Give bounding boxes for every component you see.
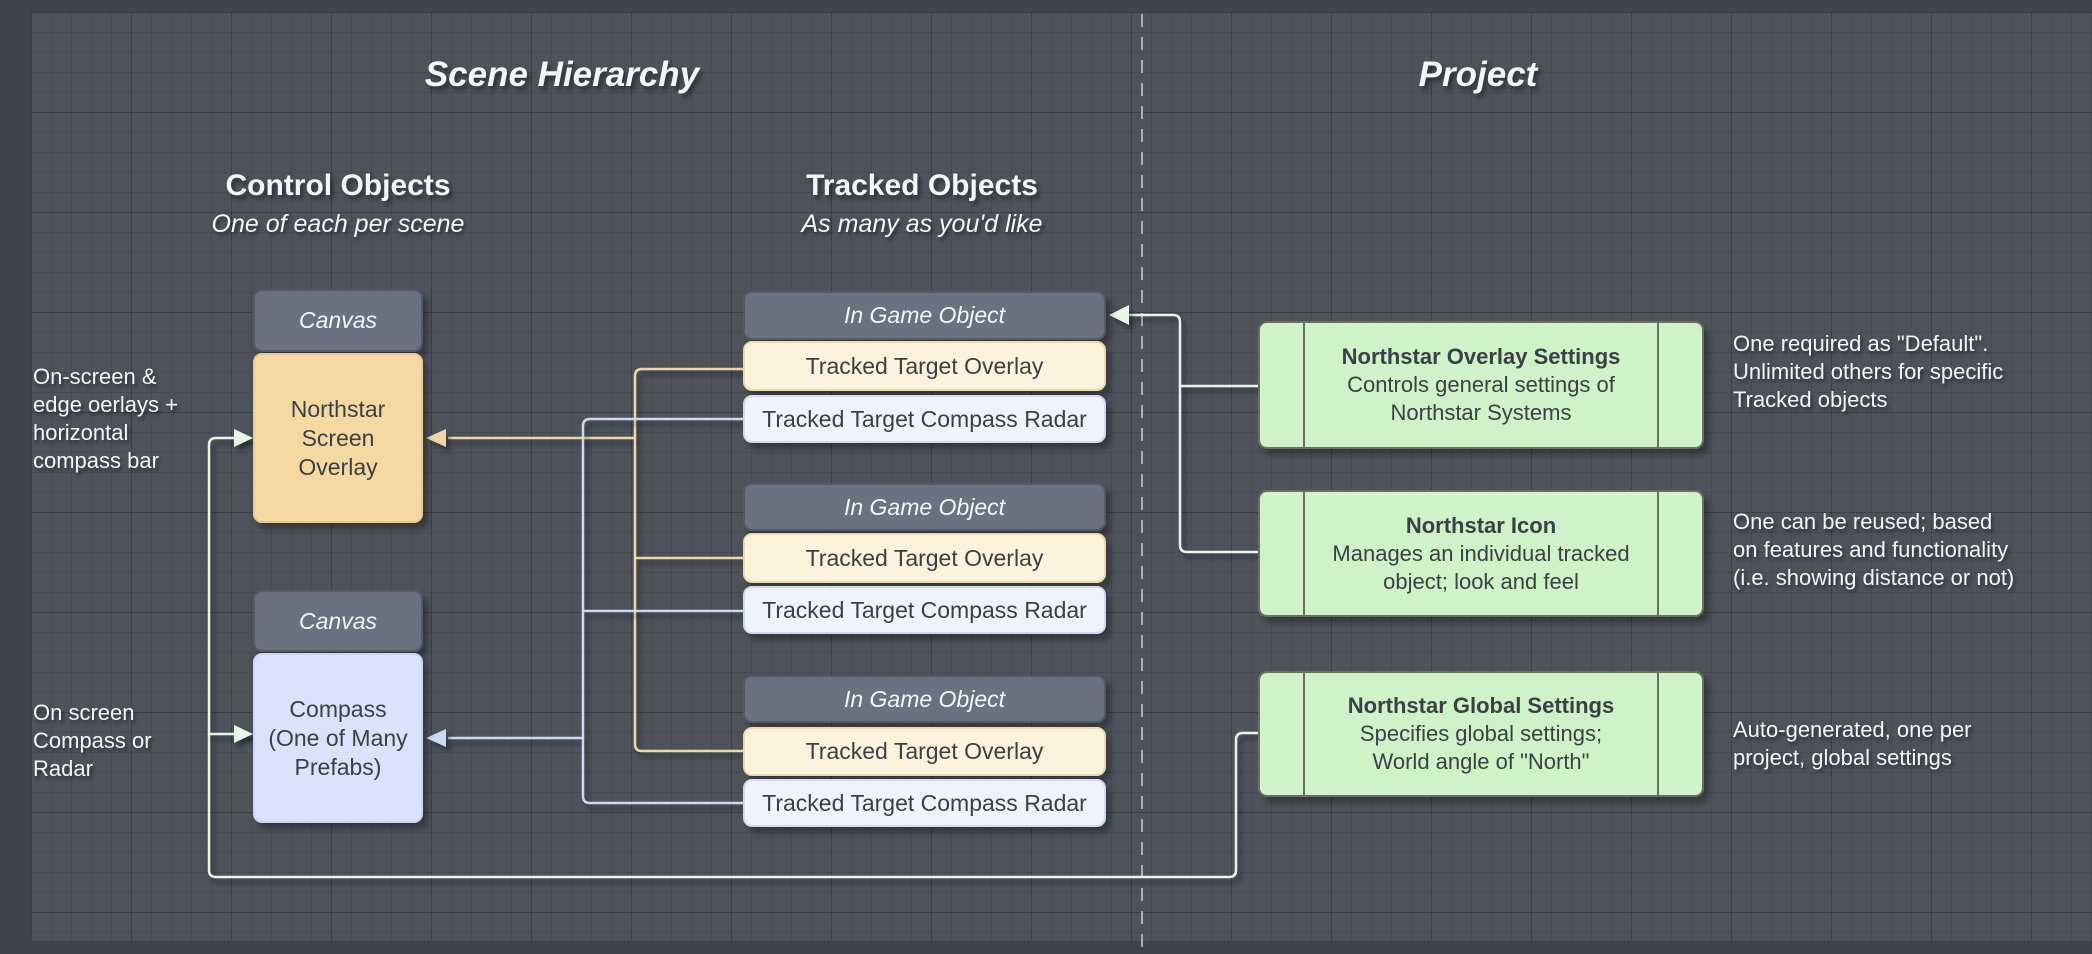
node-northstar-global-settings[interactable]: Northstar Global Settings Specifies glob… <box>1258 671 1704 797</box>
node-tracked-target-overlay-3[interactable]: Tracked Target Overlay <box>743 727 1106 776</box>
node-northstar-screen-overlay[interactable]: Northstar Screen Overlay <box>253 353 423 523</box>
node-tracked-target-compass-radar-3[interactable]: Tracked Target Compass Radar <box>743 779 1106 827</box>
note-icon: One can be reused; based on features and… <box>1733 509 2015 590</box>
node-title: Northstar Global Settings <box>1347 693 1615 718</box>
note-global-settings: Auto-generated, one per project, global … <box>1733 717 1972 770</box>
process-bar-left <box>1303 673 1305 795</box>
project-title: Project <box>1418 55 1538 94</box>
control-objects-subtitle: One of each per scene <box>211 210 465 238</box>
node-body: Controls general settings of Northstar S… <box>1347 372 1615 425</box>
control-objects-heading: Control Objects <box>225 169 451 202</box>
node-body: Specifies global settings; World angle o… <box>1359 721 1603 774</box>
node-tracked-target-compass-radar-1[interactable]: Tracked Target Compass Radar <box>743 395 1106 443</box>
node-tracked-target-overlay-2[interactable]: Tracked Target Overlay <box>743 533 1106 583</box>
process-bar-right <box>1657 673 1659 795</box>
node-tracked-target-compass-radar-2[interactable]: Tracked Target Compass Radar <box>743 586 1106 634</box>
node-in-game-object-1[interactable]: In Game Object <box>743 291 1106 340</box>
note-screen-overlay: On-screen & edge oerlays + horizontal co… <box>33 364 178 473</box>
tracked-objects-heading: Tracked Objects <box>806 169 1038 202</box>
node-title: Northstar Overlay Settings <box>1341 344 1621 369</box>
node-in-game-object-3[interactable]: In Game Object <box>743 675 1106 723</box>
node-title: Northstar Icon <box>1405 512 1557 538</box>
node-canvas-bottom[interactable]: Canvas <box>253 590 423 652</box>
tracked-objects-subtitle: As many as you'd like <box>801 210 1043 238</box>
note-overlay-settings: One required as "Default". Unlimited oth… <box>1733 331 2004 412</box>
process-bar-right <box>1657 492 1659 615</box>
node-body: Manages an individual tracked object; lo… <box>1332 540 1630 594</box>
scene-hierarchy-title: Scene Hierarchy <box>424 55 700 94</box>
node-tracked-target-overlay-1[interactable]: Tracked Target Overlay <box>743 341 1106 391</box>
node-in-game-object-2[interactable]: In Game Object <box>743 483 1106 531</box>
process-bar-right <box>1657 323 1659 447</box>
note-compass: On screen Compass or Radar <box>33 700 152 781</box>
process-bar-left <box>1303 323 1305 447</box>
node-northstar-overlay-settings[interactable]: Northstar Overlay Settings Controls gene… <box>1258 321 1704 449</box>
process-bar-left <box>1303 492 1305 615</box>
node-northstar-icon[interactable]: Northstar Icon Manages an individual tra… <box>1258 490 1704 617</box>
node-canvas-top[interactable]: Canvas <box>253 289 423 352</box>
node-compass-prefab[interactable]: Compass (One of Many Prefabs) <box>253 653 423 823</box>
